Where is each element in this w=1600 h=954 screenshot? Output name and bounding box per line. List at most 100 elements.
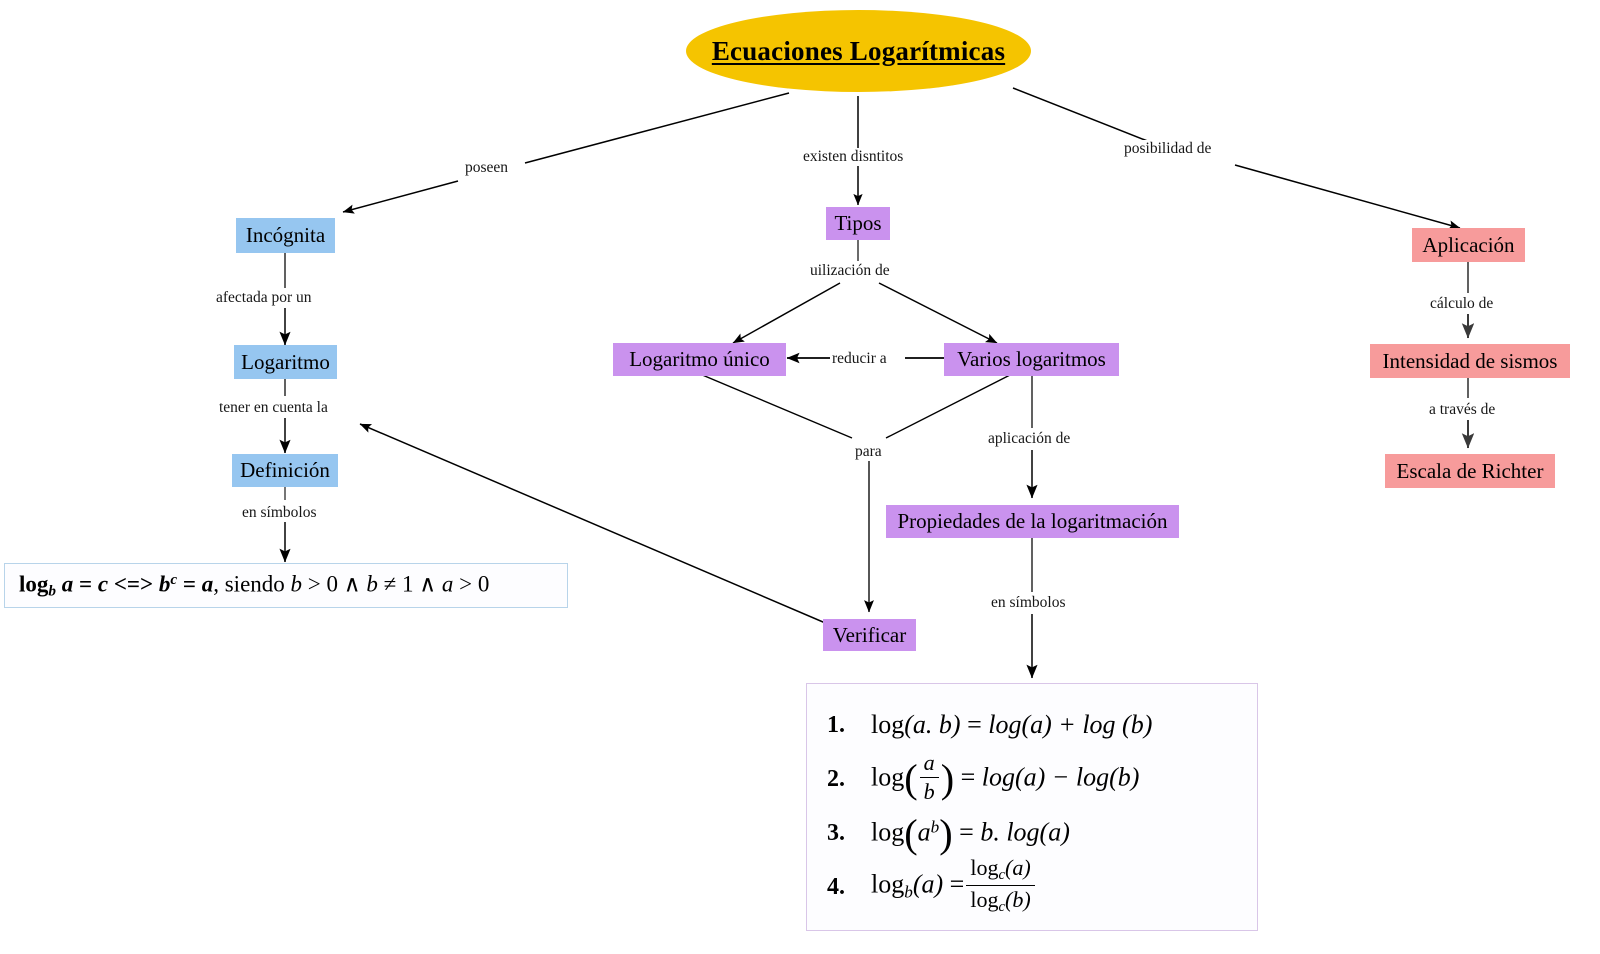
def-c: c <box>97 571 109 597</box>
p4-num-sub: c <box>998 867 1006 884</box>
node-intensidad-sismos[interactable]: Intensidad de sismos <box>1370 344 1570 378</box>
p3-eq: = <box>959 817 974 847</box>
property-1-number: 1. <box>827 711 845 738</box>
p1-eq: = <box>967 710 982 739</box>
node-aplicacion-label: Aplicación <box>1422 232 1515 257</box>
p1-args: (a. b) <box>904 710 961 739</box>
def-log: log <box>19 571 49 597</box>
node-logaritmo-unico-label: Logaritmo único <box>629 347 770 371</box>
property-row-3: 3. log(ab) = b. log(a) <box>827 806 1247 860</box>
p2-eq: = <box>960 761 976 791</box>
def-cond2-val: 1 <box>402 571 414 597</box>
def-b: b <box>158 571 171 597</box>
def-a: a <box>201 571 214 597</box>
def-tail: , siendo <box>213 571 285 597</box>
property-3-number: 3. <box>827 819 845 846</box>
p3-exponent: b <box>930 816 940 836</box>
node-definicion[interactable]: Definición <box>232 454 338 487</box>
node-intensidad-sismos-label: Intensidad de sismos <box>1382 348 1558 373</box>
p4-den-arg: (b) <box>1005 887 1031 913</box>
edge-label-afectada-por-un: afectada por un <box>214 289 314 307</box>
p2-rhs: log(a) − log(b) <box>981 761 1140 791</box>
p4-den-sub: c <box>998 899 1006 916</box>
def-cond1-val: 0 <box>326 571 339 597</box>
p3-paren-open: ( <box>904 810 918 856</box>
p4-log-base: b <box>904 882 913 902</box>
p2-paren-close: ) <box>940 755 955 801</box>
node-tipos-label: Tipos <box>834 211 882 235</box>
def-base: b <box>48 582 56 600</box>
def-exp-c: c <box>170 570 178 588</box>
property-3-expression: log(ab) = b. log(a) <box>871 810 1070 857</box>
property-row-1: 1. log(a. b) = log(a) + log (b) <box>827 698 1247 752</box>
node-varios-logaritmos[interactable]: Varios logaritmos <box>944 343 1119 376</box>
p4-num-arg: (a) <box>1005 855 1031 881</box>
def-cond1-var: b <box>290 571 303 597</box>
p4-eq: = <box>949 869 965 899</box>
node-aplicacion[interactable]: Aplicación <box>1412 228 1525 262</box>
p3-paren-close: ) <box>939 810 953 856</box>
node-escala-richter-label: Escala de Richter <box>1396 458 1544 483</box>
def-cond1-op: > <box>307 571 321 597</box>
edge-label-existen-distintos: existen disntitos <box>801 148 906 166</box>
def-equals-2: = <box>182 571 196 597</box>
definition-formula-expression: logb a = c <=> bc = a, siendo b > 0 ∧ b … <box>19 571 489 601</box>
edge-label-tener-en-cuenta-la: tener en cuenta la <box>217 399 330 417</box>
property-4-expression: logb(a) =logc(a)logc(b) <box>871 855 1037 917</box>
node-definicion-label: Definición <box>240 458 330 482</box>
node-incognita-label: Incógnita <box>245 223 326 247</box>
edge-label-a-traves-de: a través de <box>1427 401 1498 419</box>
p4-frac-denominator: logc(b) <box>966 885 1035 916</box>
def-equals-1: = <box>78 571 93 597</box>
definition-formula-box: logb a = c <=> bc = a, siendo b > 0 ∧ b … <box>4 563 568 608</box>
property-4-number: 4. <box>827 873 845 900</box>
p1-log: log <box>871 710 905 739</box>
edge-label-utilizacion-de: uilización de <box>808 262 892 280</box>
def-cond3-val: 0 <box>477 571 490 597</box>
p4-num-log: log <box>970 855 999 881</box>
edge-label-aplicacion-de: aplicación de <box>986 430 1073 448</box>
node-propiedades-logaritmacion-label: Propiedades de la logaritmación <box>897 509 1168 533</box>
p3-rhs: b. log(a) <box>980 817 1070 847</box>
node-logaritmo[interactable]: Logaritmo <box>234 345 337 379</box>
node-verificar[interactable]: Verificar <box>823 619 916 651</box>
node-tipos[interactable]: Tipos <box>826 207 890 240</box>
def-arg: a <box>61 571 74 597</box>
p4-arg: (a) <box>912 869 944 899</box>
edge-label-posibilidad-de: posibilidad de <box>1122 140 1214 158</box>
def-and-2: ∧ <box>419 571 437 597</box>
node-verificar-label: Verificar <box>832 622 907 647</box>
edge-label-para: para <box>853 443 884 461</box>
p3-base: a <box>917 817 931 847</box>
p4-fraction: logc(a)logc(b) <box>966 855 1035 916</box>
def-cond3-op: > <box>459 571 473 597</box>
node-varios-logaritmos-label: Varios logaritmos <box>957 347 1106 371</box>
def-and-1: ∧ <box>343 571 361 597</box>
node-incognita[interactable]: Incógnita <box>236 218 335 253</box>
p1-rhs: log(a) + log (b) <box>988 710 1153 739</box>
p3-log: log <box>871 817 905 847</box>
def-cond3-var: a <box>441 571 454 597</box>
p2-frac-denominator: b <box>919 777 939 805</box>
node-logaritmo-unico[interactable]: Logaritmo único <box>613 343 786 376</box>
p2-log: log <box>871 761 905 791</box>
def-cond2-var: b <box>366 571 378 597</box>
edge-label-poseen: poseen <box>463 159 511 177</box>
edge-label-calculo-de: cálculo de <box>1428 295 1496 313</box>
root-node-ecuaciones-logaritmicas[interactable]: Ecuaciones Logarítmicas <box>686 10 1031 92</box>
p4-den-log: log <box>970 887 999 913</box>
property-2-number: 2. <box>827 765 845 792</box>
p2-frac-numerator: a <box>923 750 935 776</box>
property-row-4: 4. logb(a) =logc(a)logc(b) <box>827 855 1247 915</box>
node-escala-richter[interactable]: Escala de Richter <box>1385 454 1555 488</box>
edge-label-en-simbolos-definicion: en símbolos <box>240 504 319 522</box>
node-propiedades-logaritmacion[interactable]: Propiedades de la logaritmación <box>886 505 1179 538</box>
node-logaritmo-label: Logaritmo <box>241 349 330 374</box>
edge-label-reducir-a: reducir a <box>830 350 889 368</box>
p4-frac-numerator: logc(a) <box>966 855 1034 885</box>
properties-formula-box: 1. log(a. b) = log(a) + log (b) 2. log(a… <box>806 683 1258 931</box>
